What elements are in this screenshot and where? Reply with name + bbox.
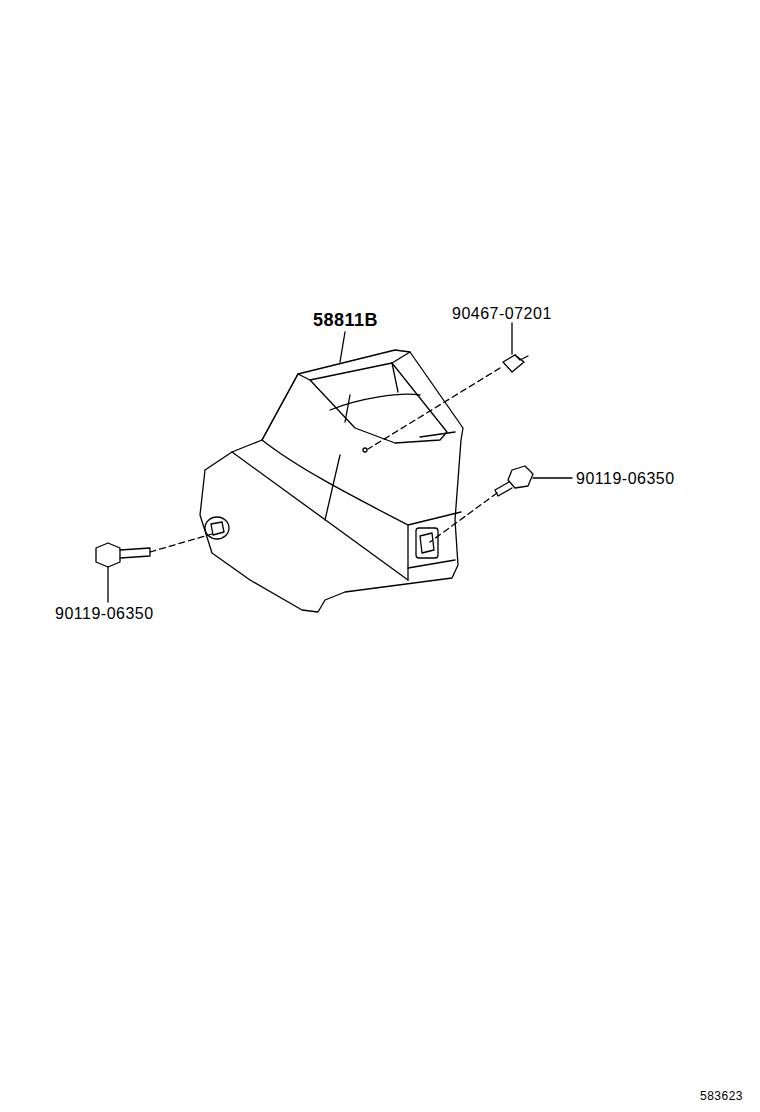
part-number: 90467-07201 [452, 306, 552, 322]
part-number: 58811B [313, 311, 378, 329]
part-number: 90119-06350 [576, 471, 675, 487]
figure-id: 583623 [700, 1090, 743, 1102]
part-number: 90119-06350 [55, 606, 154, 622]
